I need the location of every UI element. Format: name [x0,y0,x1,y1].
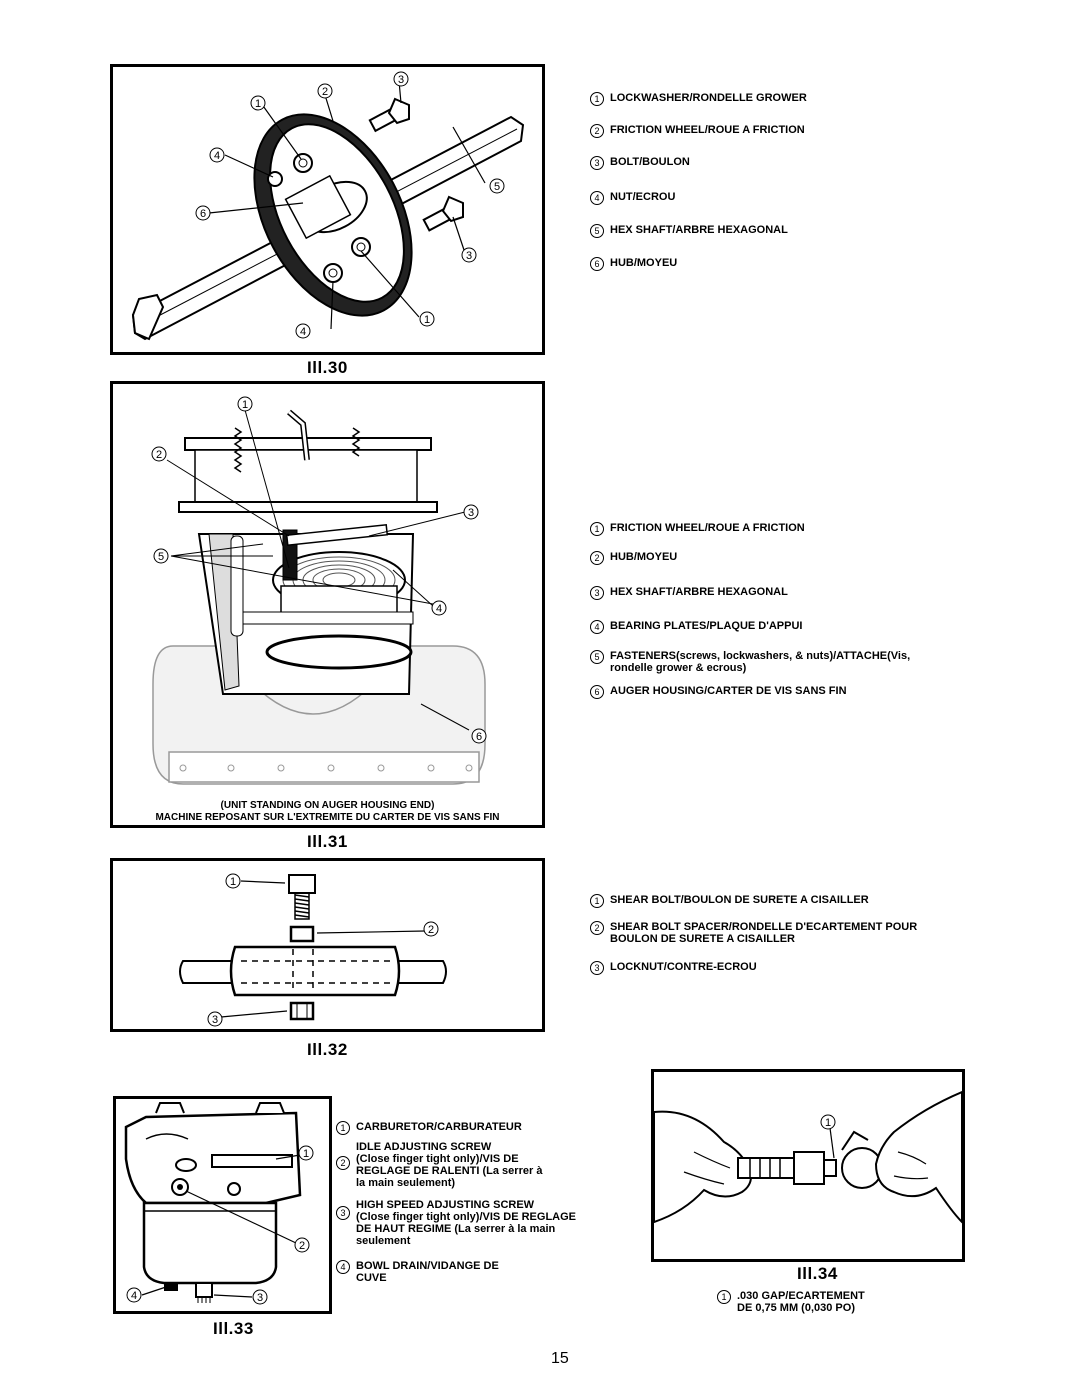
callout-2: 2 [151,446,167,462]
svg-text:4: 4 [131,1290,137,1302]
svg-text:2: 2 [428,924,434,936]
svg-text:1: 1 [424,314,430,326]
svg-text:4: 4 [436,603,442,615]
callout-1: 1 [250,95,266,111]
callout-6: 6 [195,205,211,221]
svg-text:3: 3 [257,1292,263,1304]
callout-1: 1 [298,1145,314,1161]
carburetor-drawing: 1 2 4 3 [124,1102,314,1305]
figure-ill31-frame: 1 2 3 5 4 6 (UNIT STANDING ON AUGER HOUS… [110,381,545,828]
callout-3b: 3 [461,247,477,263]
figure-ill30-frame: 1 2 3 4 5 6 3 1 4 [110,64,545,355]
svg-text:3: 3 [212,1014,218,1026]
callout-4b: 4 [295,323,311,339]
callout-4: 4 [209,147,225,163]
spark-plug-gap-drawing: 1 [654,1090,962,1224]
figure-label-ill33: Ill.33 [213,1319,254,1338]
svg-text:6: 6 [200,208,206,220]
callout-2: 2 [317,83,333,99]
figure-label-ill32: Ill.32 [307,1040,348,1059]
svg-text:1: 1 [825,1117,831,1129]
shear-bolt-drawing: 1 2 3 [179,873,447,1027]
callout-4: 4 [431,600,447,616]
ill31-caption-en: (UNIT STANDING ON AUGER HOUSING END) [220,800,435,811]
svg-text:1: 1 [303,1148,309,1160]
callout-5: 5 [489,178,505,194]
svg-text:3: 3 [468,507,474,519]
callout-2: 2 [294,1237,310,1253]
figure-label-ill30: Ill.30 [307,358,348,377]
callout-1: 1 [820,1114,836,1130]
page-number: 15 [551,1350,569,1367]
callout-4: 4 [126,1287,142,1303]
svg-text:1: 1 [255,98,261,110]
svg-text:2: 2 [156,449,162,461]
svg-text:4: 4 [300,326,306,338]
legend-item: IDLE ADJUSTING SCREW [356,1141,492,1153]
callout-3: 3 [252,1289,268,1305]
friction-wheel-housing-drawing: 1 2 3 5 4 6 [151,396,487,785]
svg-text:5: 5 [494,181,500,193]
callout-1b: 1 [419,311,435,327]
svg-text:4: 4 [214,150,220,162]
svg-text:6: 6 [476,731,482,743]
svg-text:2: 2 [299,1240,305,1252]
ill31-caption-fr: MACHINE REPOSANT SUR L'EXTREMITE DU CART… [155,812,500,823]
figure-label-ill34: Ill.34 [797,1264,838,1283]
callout-1: 1 [225,873,241,889]
callout-1: 1 [237,396,253,412]
svg-text:3: 3 [398,74,404,86]
svg-text:2: 2 [322,86,328,98]
svg-text:5: 5 [158,551,164,563]
callout-3: 3 [207,1011,223,1027]
callout-5: 5 [153,548,169,564]
figure-ill34-frame: 1 [651,1069,965,1262]
figure-label-ill31: Ill.31 [307,832,348,851]
friction-wheel-assembly-drawing: 1 2 3 4 5 6 3 1 4 [131,71,525,341]
callout-2: 2 [423,921,439,937]
svg-text:1: 1 [242,399,248,411]
callout-3: 3 [393,71,409,87]
figure-ill32-frame: 1 2 3 [110,858,545,1032]
svg-text:3: 3 [466,250,472,262]
figure-ill33-frame: 1 2 4 3 [113,1096,332,1314]
callout-6: 6 [471,728,487,744]
callout-3: 3 [463,504,479,520]
svg-text:1: 1 [230,876,236,888]
